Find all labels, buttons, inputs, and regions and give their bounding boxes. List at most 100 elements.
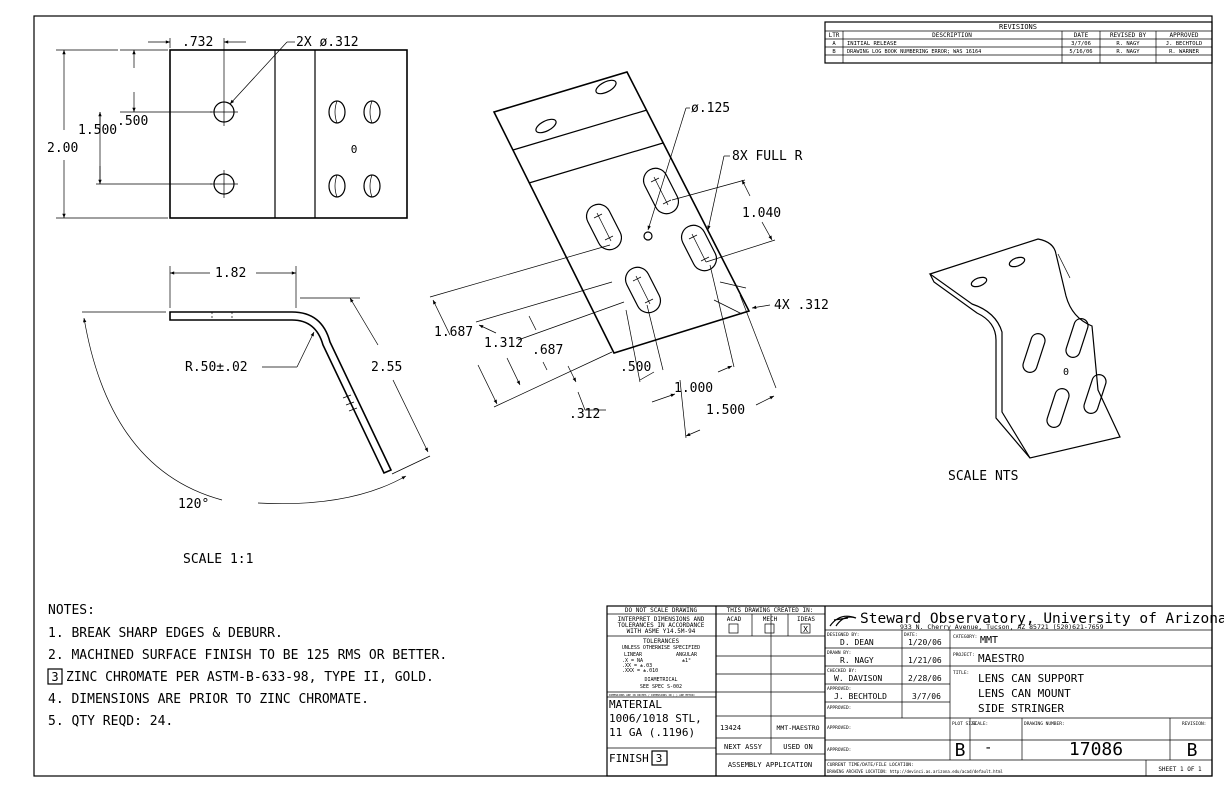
tb-material-label: MATERIAL [609,698,662,711]
flat-slot-1 [585,203,623,251]
tb-do-not-scale: DO NOT SCALE DRAWING [625,607,698,614]
note-1: 1. BREAK SHARP EDGES & DEBURR. [48,626,283,641]
tb-created-in: THIS DRAWING CREATED IN: [727,607,814,614]
isometric-view: 0 SCALE NTS [928,238,1121,484]
tb-checked-by: W. DAVISON [834,674,882,683]
flat-pattern-view: ø.125 8X FULL R 1.040 4X .312 1.687 1.31… [429,71,829,439]
tb-next-assy-num: 13424 [720,724,741,732]
tb-drawing-number: 17086 [1069,739,1123,760]
rev-b-revised: R. NAGY [1116,49,1140,55]
tb-checked-date: 2/28/06 [908,674,942,683]
tb-scale-label: SCALE: [972,721,988,727]
flat-outline [492,71,751,354]
note-5: 5. QTY REQD: 24. [48,714,173,729]
angle-120: 120° [178,497,209,512]
dim-312: .312 [569,407,600,422]
tb-ideas: IDEAS [797,616,815,623]
flat-slot-2 [642,167,680,215]
tb-plot-size-label: PLOT SIZE [952,721,977,727]
rev-a-revised: R. NAGY [1116,41,1140,47]
side-view: 1.82 R.50±.02 2.55 120° SCALE 1:1 [82,266,431,567]
note-4: 4. DIMENSIONS ARE PRIOR TO ZINC CHROMATE… [48,692,369,707]
tb-interpret-1: INTERPRET DIMENSIONS AND [618,616,705,623]
tb-angular: ANGULAR [676,652,698,658]
rev-b-ltr: B [832,49,836,55]
tb-scale: - [984,740,992,756]
top-view-outline [169,49,408,219]
dim-1687: 1.687 [434,325,473,340]
notes-block: NOTES: 1. BREAK SHARP EDGES & DEBURR. 2.… [47,603,447,729]
tb-used-on-val: MMT-MAESTRO [776,724,819,732]
rev-a-date: 3/7/06 [1071,41,1091,47]
dim-4x312: 4X .312 [774,298,829,313]
rev-a-approved: J. BECHTOLD [1166,41,1202,47]
tb-linear: LINEAR [624,652,643,658]
tb-drawing-number-label: DRAWING NUMBER: [1024,721,1065,727]
tb-next-assy: NEXT ASSY [724,743,763,751]
rev-b-approved: R. WARNER [1169,49,1199,55]
top-slot-ends [328,100,381,198]
tb-org: Steward Observatory, University of Arizo… [860,611,1224,627]
note-3-flag: 3 [51,670,58,684]
tb-drawn-by: R. NAGY [840,656,874,665]
rev-header-approved: APPROVED [1170,32,1199,39]
side-view-scale: SCALE 1:1 [183,552,253,567]
dim-1312: 1.312 [484,336,523,351]
tb-finish-flag: 3 [656,752,663,765]
slots-callout: 8X FULL R [732,149,803,164]
steward-logo-icon [829,615,857,627]
center-hole-callout: ø.125 [691,101,730,116]
tb-approved-label-2: APPROVED: [827,705,851,711]
tb-title-1: LENS CAN SUPPORT [978,672,1084,685]
tb-interpret-3: WITH ASME Y14.5M-94 [627,628,696,635]
tb-drawn-by-label: DRAWN BY: [827,650,851,656]
tb-tolerances: TOLERANCES [643,638,680,645]
notes-title: NOTES: [48,603,95,618]
tb-finish-flag-box [651,750,668,766]
dim-255: 2.55 [371,360,402,375]
tb-ideas-checkbox [800,623,811,634]
tb-approved-date: 3/7/06 [912,692,941,701]
tb-sheet: SHEET 1 OF 1 [1158,766,1202,773]
tb-mech-checkbox [764,623,775,634]
flat-center-hole [643,231,653,241]
dim-182: 1.82 [215,266,246,281]
dim-687: .687 [532,343,563,358]
dim-200: 2.00 [47,141,78,156]
note-3: ZINC CHROMATE PER ASTM-B-633-98, TYPE II… [66,670,434,685]
tb-assembly-app: ASSEMBLY APPLICATION [728,761,812,769]
holes-callout: 2X ø.312 [296,35,359,50]
dim-500-flat: .500 [620,360,651,375]
iso-mark: 0 [1063,367,1069,378]
tb-plot-size: B [955,740,966,761]
dim-732: .732 [182,35,213,50]
rev-header-revised-by: REVISED BY [1110,32,1147,39]
tb-diametrical: DIAMETRICAL [644,677,677,683]
tb-ideas-mark: X [803,625,808,634]
tb-approved-label-3: APPROVED: [827,725,851,731]
tb-tol-x: .X = NA [622,658,643,664]
flat-slot-4 [680,224,718,272]
tb-tol-ang: ±1° [682,658,691,664]
tb-category-label: CATEGORY: [953,634,977,640]
rev-header-ltr: LTR [829,32,840,39]
tb-date-label: DATE: [904,632,918,638]
dim-500-top: .500 [117,114,148,129]
tb-dims-in: DIMENSIONS ARE IN INCHES / DIMENSIONS IN… [609,693,695,697]
revisions-title: REVISIONS [999,23,1037,31]
tb-acad-checkbox [728,623,739,634]
tb-interpret-2: TOLERANCES IN ACCORDANCE [618,622,705,629]
tb-designed-by-label: DESIGNED BY: [827,632,860,638]
tb-archive: DRAWING ARCHIVE LOCATION: http://devinci… [827,769,1003,774]
tb-title-label: TITLE: [953,670,969,676]
tb-project-label: PROJECT: [953,652,975,658]
revisions-table: REVISIONS LTR DESCRIPTION DATE REVISED B… [824,21,1213,64]
tb-see-spec: SEE SPEC S-002 [640,684,682,690]
note-2: 2. MACHINED SURFACE FINISH TO BE 125 RMS… [48,648,447,663]
tb-unless: UNLESS OTHERWISE SPECIFIED [622,645,700,651]
tb-address: 933 N. Cherry Avenue, Tucson, AZ 85721 (… [900,623,1104,631]
tb-title-2: LENS CAN MOUNT [978,687,1071,700]
dim-1500-flat: 1.500 [706,403,745,418]
rev-b-desc: DRAWING LOG BOOK NUMBERING ERROR; WAS 16… [847,49,981,55]
